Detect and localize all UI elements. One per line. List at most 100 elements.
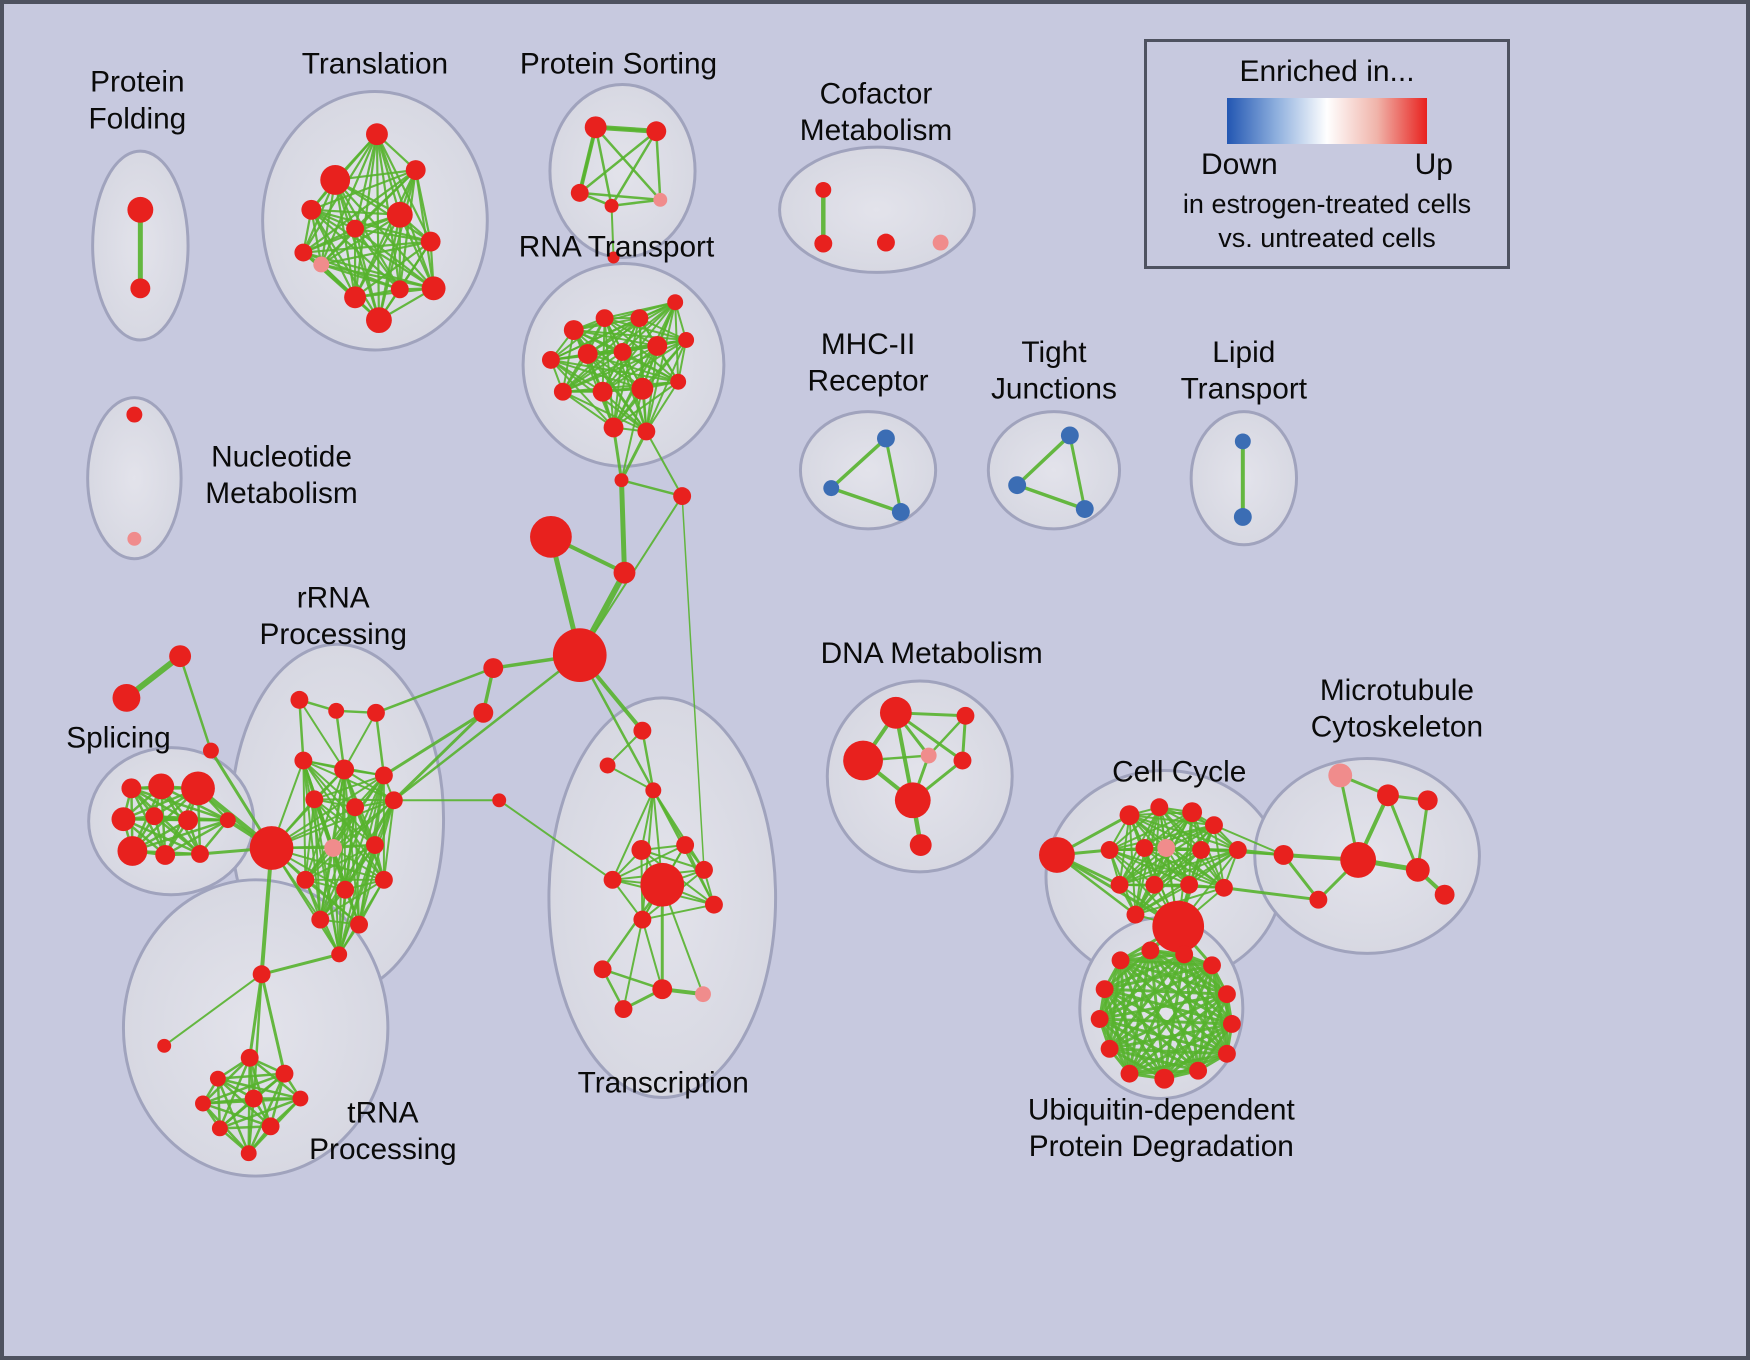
node-ub9 [1100,1039,1119,1058]
node-nu2 [127,531,142,546]
node-rr2 [328,702,345,719]
node-rt8 [647,336,668,356]
edge-rt1-rt10 [561,329,575,393]
edge-rr4-rr15 [302,759,322,921]
edge-cn1-cn0 [620,478,684,498]
node-tp4 [275,1064,294,1083]
edge-ps3-ps5 [578,191,662,202]
legend-up-label: Up [1414,148,1453,181]
cluster-label-translation: Translation [302,48,448,81]
edge-tx8-tx9 [641,903,715,921]
edge-cc10-cc12 [1153,849,1239,886]
edge-cc14-mt8 [1222,886,1320,902]
node-tr9 [313,256,330,273]
node-cn0 [614,473,629,488]
node-tr11 [390,280,409,299]
edge-rr10-rr14 [332,847,385,881]
edge-tx2-tx3 [606,764,655,792]
edge-tr2-tr8 [334,178,432,243]
edge-ub4-ub5 [1103,963,1214,991]
edge-ub10-ub11 [1128,1052,1229,1076]
node-cn2 [530,515,572,558]
edge-rt13-rt15 [612,380,680,429]
edge-rr4-rr12 [302,759,307,881]
edge-rr9-rr14 [382,799,395,881]
edge-tr8-tr9 [320,240,432,266]
node-rt9 [678,332,695,348]
node-mt7 [1434,884,1455,905]
node-tx13 [614,1000,633,1018]
node-rt2 [595,309,614,328]
node-tp0 [252,965,271,984]
edge-ub5-ub6 [1103,987,1229,996]
edge-mh1-mh3 [884,436,903,514]
edge-tr3-tr12 [310,208,435,290]
edge-ps2-ps4 [610,130,658,208]
edge-ub5-ub12 [1103,987,1166,1081]
edge-rt14-cn1 [645,430,684,498]
edge-rr1-rr4 [298,698,305,762]
edge-tx10-tx11 [601,968,664,991]
node-ub1 [1111,951,1130,970]
edge-ub8-ub11 [1128,1022,1234,1076]
node-cf1 [815,181,832,198]
edge-ps1-ps4 [594,126,613,208]
edge-rr9-rrh [270,799,395,849]
node-rt6 [577,343,598,364]
node-tp1 [157,1038,172,1053]
node-cf4 [932,234,949,251]
node-tr12 [421,276,446,301]
node-pf2 [130,278,151,299]
node-rt5 [541,350,560,369]
node-tx12 [695,986,711,1003]
node-tp5 [195,1095,211,1112]
node-txh [640,862,685,907]
node-tx8 [705,895,723,914]
node-tx10 [593,960,612,979]
edge-rr3-rr5 [343,711,377,771]
node-tj2 [1008,476,1027,495]
node-lt1 [1234,433,1251,450]
node-sp6 [178,810,199,831]
node-mt4 [1273,845,1294,865]
node-ps2 [646,121,667,142]
node-rr12 [296,870,315,889]
edge-ub4-ub10 [1210,963,1229,1056]
node-mt3 [1417,790,1438,811]
cluster-label-cell-cycle: Cell Cycle [1112,755,1246,788]
edge-dm2-dm4 [927,714,967,757]
edge-tp6-tp10 [247,1097,255,1155]
node-rt3 [630,309,649,328]
edge-sg1-sg3 [178,654,213,752]
node-rr1 [290,690,309,709]
edge-ps1-ps5 [594,126,662,202]
node-sg3 [202,742,219,759]
node-tx11 [652,979,673,1000]
node-rt7 [613,342,632,361]
edge-tj1-tj2 [1015,433,1072,487]
node-tp2 [240,1048,259,1067]
node-cc10 [1228,841,1247,859]
edge-rt4-rt7 [621,301,677,353]
edge-tr5-tr8 [353,227,432,243]
edge-rr10-rr15 [319,847,335,921]
node-rt12 [631,377,654,400]
edge-ps4-ps6 [610,204,615,259]
edge-rt4-rt6 [586,301,677,355]
legend-title: Enriched in... [1239,55,1415,88]
nodes-layer [111,116,1455,1162]
edge-cc7-cc15 [1134,847,1146,916]
edge-cn1-tx7 [681,495,705,871]
node-tr13 [366,307,392,334]
edge-tr3-tr6 [310,208,401,216]
edge-cc5-cc6 [1108,824,1215,851]
edge-cc13-cc15 [1134,883,1191,916]
node-sp7 [117,836,148,866]
node-nu1 [126,406,143,423]
node-dm3 [843,740,883,781]
edge-cc5-cc7 [1143,824,1215,849]
